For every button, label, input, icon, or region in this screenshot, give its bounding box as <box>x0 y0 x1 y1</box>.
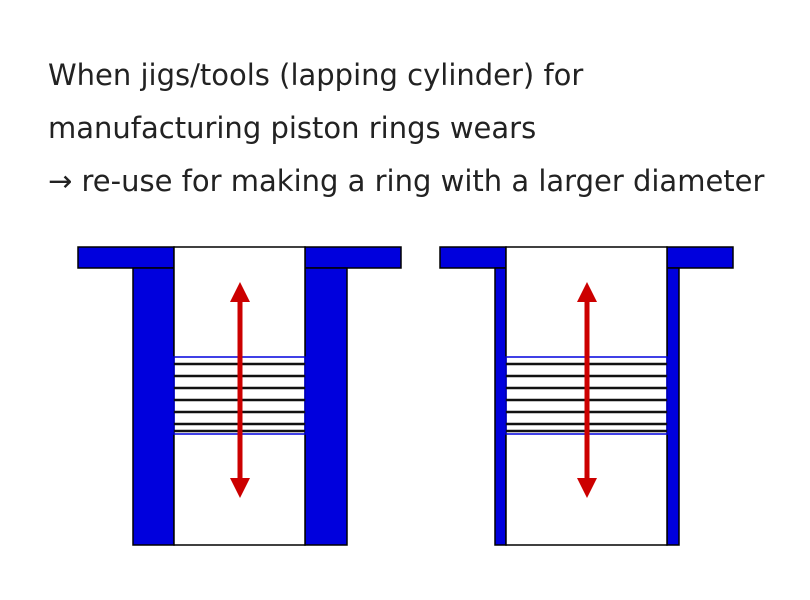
wall-right <box>304 267 348 546</box>
flange-left <box>77 246 175 269</box>
wall-left <box>132 267 175 546</box>
flange-right <box>304 246 402 269</box>
wall-right <box>666 267 680 546</box>
caption-line-1: When jigs/tools (lapping cylinder) for <box>48 58 584 92</box>
cylinder-original <box>77 246 402 546</box>
caption-line-3: → re-use for making a ring with a larger… <box>48 164 765 198</box>
flange-left <box>439 246 507 269</box>
wall-left <box>494 267 507 546</box>
cylinder-worn <box>439 246 734 546</box>
flange-right <box>666 246 734 269</box>
caption-line-2: manufacturing piston rings wears <box>48 111 537 145</box>
